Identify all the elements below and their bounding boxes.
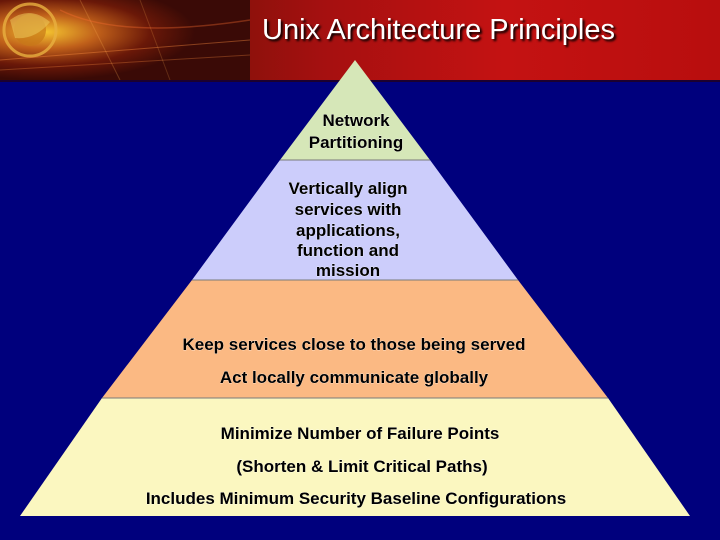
tier-2-label-line: function and xyxy=(297,241,399,260)
tier-2-label-line: services with xyxy=(295,200,402,219)
decorative-globe-image xyxy=(0,0,250,80)
tier-2-label-line: applications, xyxy=(296,221,400,240)
tier-4-label-line: Includes Minimum Security Baseline Confi… xyxy=(146,489,566,508)
tier-3-label-line: Keep services close to those being serve… xyxy=(183,335,526,354)
tier-2-shape xyxy=(192,160,518,280)
tier-3-shape xyxy=(102,280,608,398)
tier-2-label-line: mission xyxy=(316,261,380,280)
title-bar: Unix Architecture Principles xyxy=(0,0,720,82)
tier-2-label-line: Vertically align xyxy=(288,179,407,198)
tier-3-label-line: Act locally communicate globally xyxy=(220,368,489,387)
tier-4-label-line: (Shorten & Limit Critical Paths) xyxy=(236,457,487,476)
tier-4-shape xyxy=(20,398,690,516)
tier-4-label-line: Minimize Number of Failure Points xyxy=(221,424,500,443)
tier-1-label-line: Partitioning xyxy=(309,133,403,152)
tier-1-label-line: Network xyxy=(322,111,390,130)
tier-1-shape xyxy=(280,60,430,160)
page-title: Unix Architecture Principles xyxy=(262,14,615,46)
